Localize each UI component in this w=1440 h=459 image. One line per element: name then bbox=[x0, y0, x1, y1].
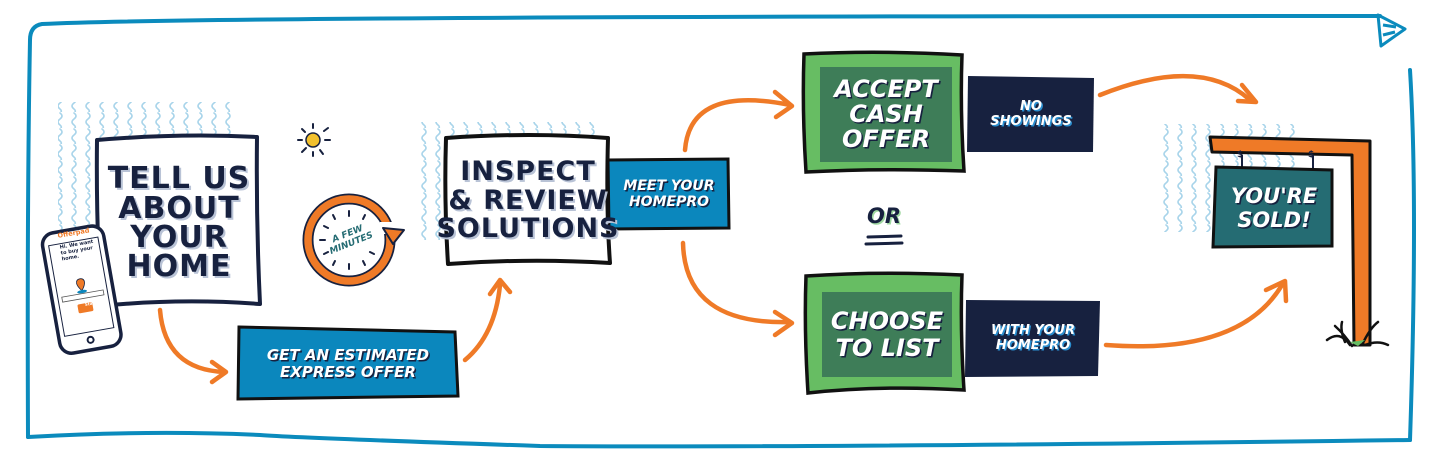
estimate-line: EXPRESS OFFER bbox=[280, 363, 416, 381]
sold-line: YOU'RE bbox=[1230, 183, 1318, 208]
no-showings-label: NO SHOWINGS bbox=[968, 78, 1094, 152]
choose-list-line: CHOOSE bbox=[830, 307, 944, 336]
estimate-line: GET AN ESTIMATED bbox=[266, 346, 430, 365]
estimate-label: GET AN ESTIMATED EXPRESS OFFER bbox=[240, 332, 456, 396]
with-homepro-line: WITH YOUR bbox=[990, 322, 1076, 338]
frame-bottom bbox=[26, 430, 1412, 449]
with-homepro-line: HOMEPRO bbox=[995, 337, 1071, 353]
or-underline bbox=[864, 234, 904, 246]
sign-hanger-left: $ bbox=[1237, 150, 1244, 160]
meet-homepro-bg bbox=[606, 157, 731, 231]
cash-offer-line: OFFER bbox=[841, 125, 931, 154]
choose-list-line: TO LIST bbox=[835, 333, 939, 362]
tell-us-line: HOME bbox=[126, 249, 232, 285]
frame-left bbox=[25, 38, 32, 439]
frame-right bbox=[1408, 68, 1416, 442]
with-homepro-label: WITH YOUR HOMEPRO bbox=[966, 301, 1100, 376]
sign-hanger-right: $ bbox=[1308, 150, 1315, 160]
choose-list-title: CHOOSE TO LIST bbox=[822, 292, 952, 377]
or-label: OR bbox=[866, 204, 902, 228]
arrow-meet-to-list bbox=[680, 240, 793, 325]
phone-illustration bbox=[40, 224, 123, 355]
arrow-list-to-sold bbox=[1103, 282, 1285, 349]
estimate-bg bbox=[236, 325, 460, 401]
cash-offer-line: ACCEPT bbox=[834, 74, 938, 103]
tell-us-line: TELL US bbox=[107, 161, 251, 197]
meet-homepro-label: MEET YOUR HOMEPRO bbox=[609, 161, 729, 228]
sold-line: SOLD! bbox=[1237, 208, 1311, 232]
inspect-title: INSPECT & REVIEW SOLUTIONS bbox=[436, 142, 618, 260]
arrow-estimate-to-inspect bbox=[462, 282, 503, 363]
tell-us-line: ABOUT bbox=[118, 190, 240, 226]
inspect-line: & REVIEW bbox=[448, 184, 608, 216]
sold-sign-board bbox=[1211, 165, 1334, 249]
tell-us-line: YOUR bbox=[130, 220, 228, 255]
sun-icon bbox=[297, 123, 331, 157]
cash-offer-line: CASH bbox=[849, 99, 923, 128]
sign-post bbox=[1208, 135, 1390, 348]
tell-us-title: TELL US ABOUT YOUR HOME bbox=[100, 145, 258, 301]
meet-line: MEET YOUR bbox=[623, 177, 715, 194]
clock-cycle-icon bbox=[302, 193, 405, 287]
inspect-line: INSPECT bbox=[460, 156, 596, 188]
frame-border bbox=[28, 14, 1382, 42]
arrow-meet-to-cash bbox=[682, 98, 793, 153]
cash-offer-title: ACCEPT CASH OFFER bbox=[820, 67, 952, 162]
inspect-line: SOLUTIONS bbox=[436, 213, 620, 245]
grass-icon bbox=[1325, 320, 1390, 348]
no-showings-line: SHOWINGS bbox=[990, 114, 1072, 129]
arrow-cash-to-sold bbox=[1097, 73, 1253, 103]
arrow-tell-to-estimate bbox=[157, 307, 228, 375]
no-showings-line: NO bbox=[1020, 99, 1042, 115]
sign-hooks bbox=[1241, 155, 1314, 168]
frame-arrowhead-icon bbox=[1376, 13, 1407, 48]
sold-sign-title: YOU'RE SOLD! bbox=[1216, 170, 1332, 246]
meet-line: HOMEPRO bbox=[628, 193, 710, 210]
inspect-card bbox=[443, 133, 612, 266]
